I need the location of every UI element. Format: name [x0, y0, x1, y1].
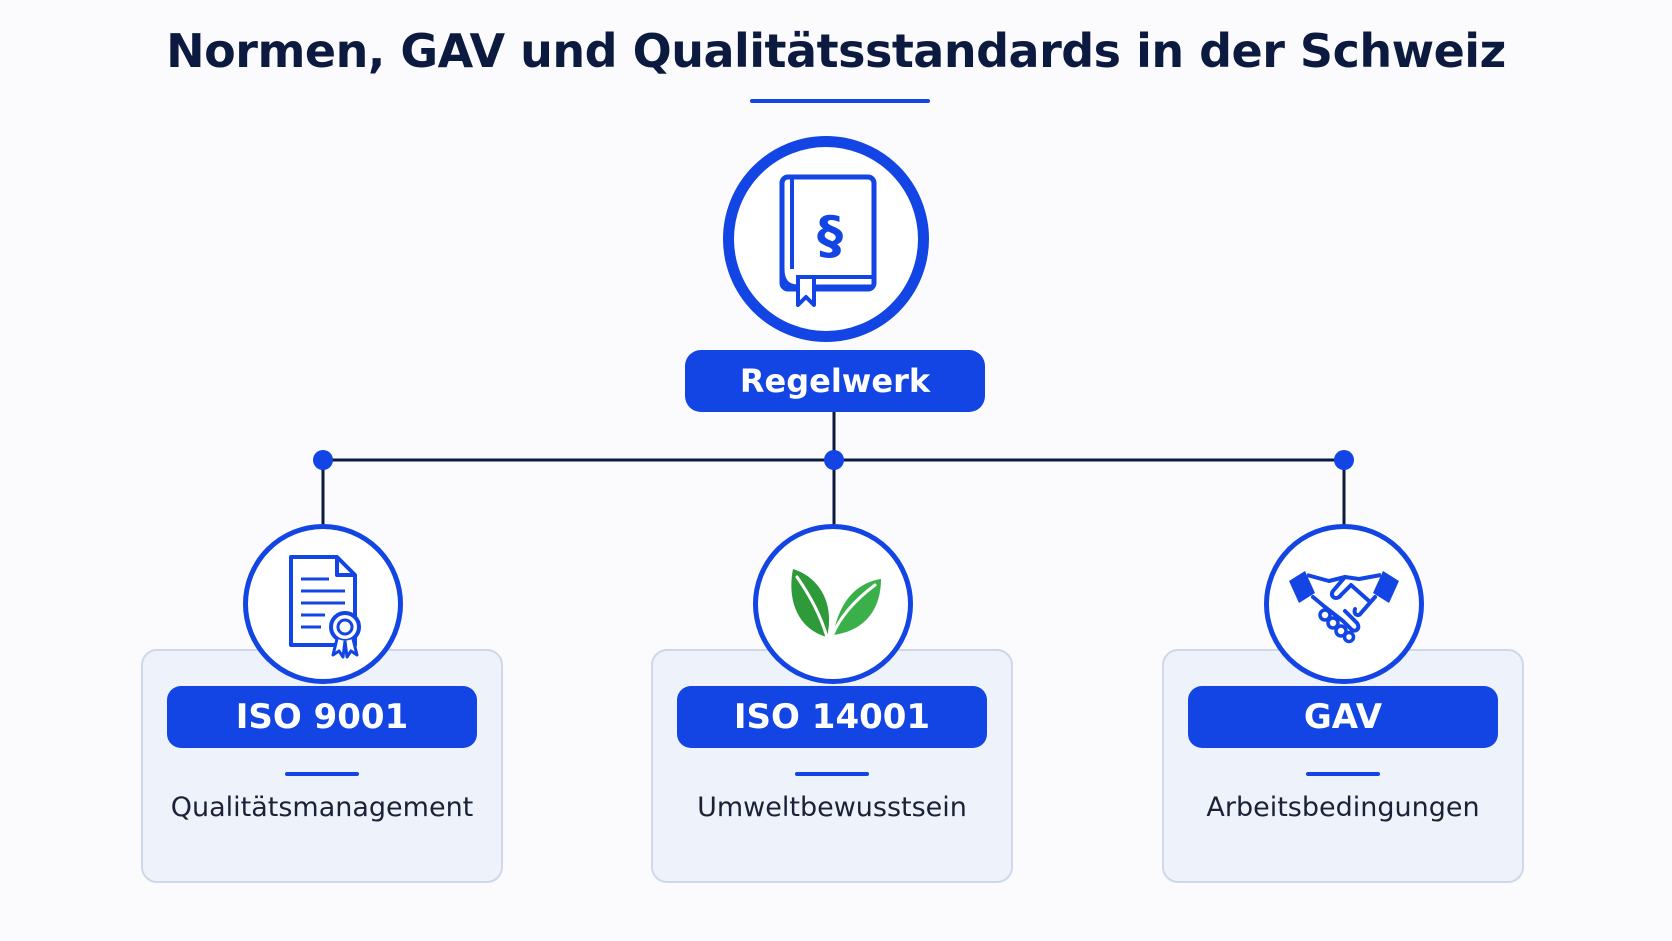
node-label-gav: GAV	[1303, 697, 1383, 737]
paragraph-symbol: §	[817, 206, 843, 266]
certificate-document-icon	[289, 555, 361, 659]
root-label-badge: Regelwerk	[685, 350, 985, 412]
separator-iso9001	[285, 772, 359, 776]
separator-iso14001	[795, 772, 869, 776]
card-gav	[1162, 649, 1524, 883]
card-iso14001	[651, 649, 1013, 883]
junction-dot-center	[824, 450, 844, 470]
node-label-iso14001: ISO 14001	[733, 697, 931, 737]
node-label-iso9001: ISO 9001	[235, 697, 409, 737]
node-circle-iso14001	[753, 524, 913, 684]
node-circle-gav	[1264, 524, 1424, 684]
root-node-circle: §	[723, 136, 929, 342]
node-circle-iso9001	[243, 524, 403, 684]
description-iso9001: Qualitätsmanagement	[170, 792, 474, 823]
label-badge-iso14001: ISO 14001	[677, 686, 987, 748]
junction-dot-right	[1334, 450, 1354, 470]
separator-gav	[1306, 772, 1380, 776]
description-iso14001: Umweltbewusstsein	[697, 792, 967, 823]
leaves-icon	[791, 569, 881, 647]
root-label: Regelwerk	[739, 362, 931, 400]
description-gav: Arbeitsbedingungen	[1206, 792, 1480, 823]
handshake-icon	[1289, 571, 1399, 644]
card-iso9001	[141, 649, 503, 883]
label-badge-gav: GAV	[1188, 686, 1498, 748]
diagram-title: Normen, GAV und Qualitätsstandards in de…	[166, 24, 1506, 78]
title-underline	[750, 99, 930, 103]
label-badge-iso9001: ISO 9001	[167, 686, 477, 748]
junction-dot-left	[313, 450, 333, 470]
law-book-paragraph-icon: §	[779, 174, 877, 307]
